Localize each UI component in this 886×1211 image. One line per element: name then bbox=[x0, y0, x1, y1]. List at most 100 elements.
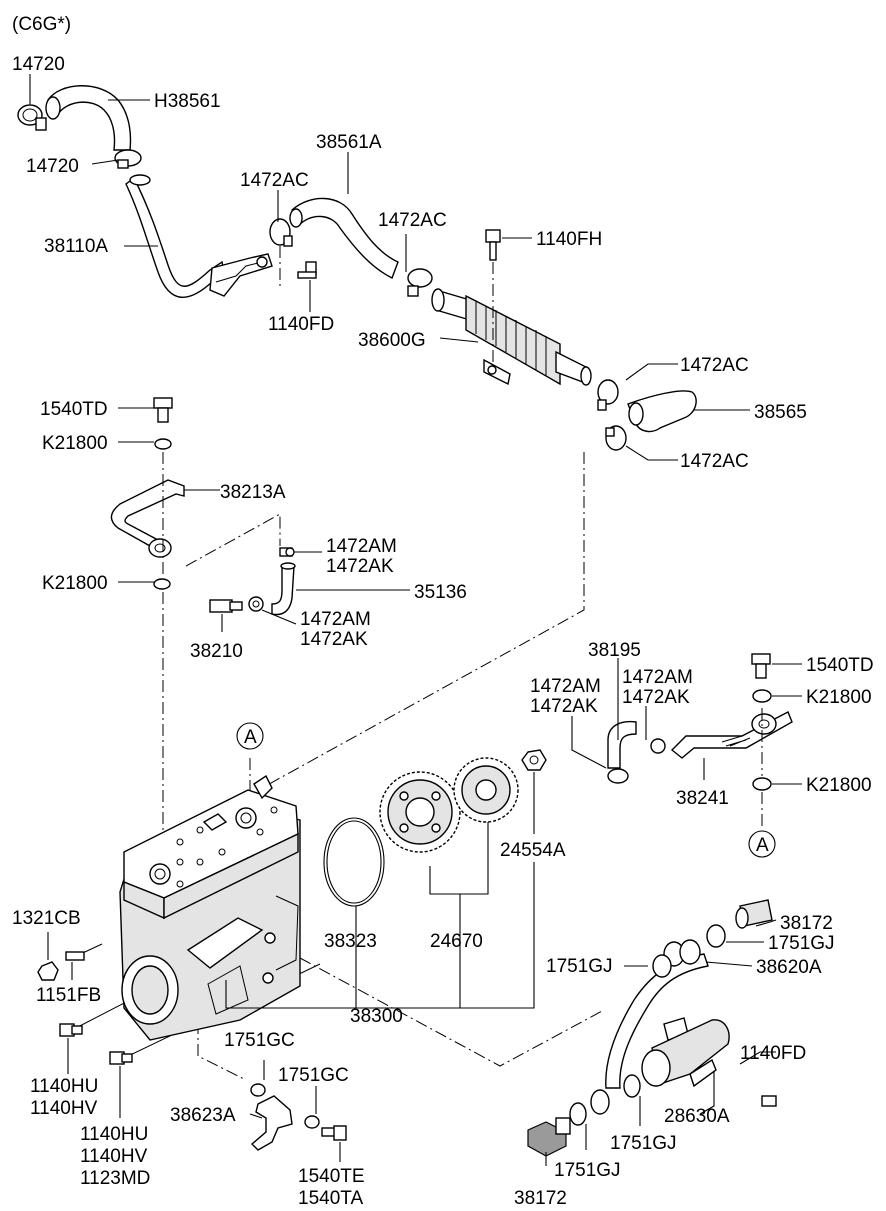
stud-1151fb bbox=[65, 951, 85, 961]
label-1472am-d: 1472AM bbox=[622, 667, 693, 688]
filter-housing-28630a bbox=[641, 1019, 730, 1088]
label-1751gc-b: 1751GC bbox=[278, 1065, 349, 1086]
label-k21800-d: K21800 bbox=[806, 775, 872, 796]
label-28630a: 28630A bbox=[664, 1106, 730, 1127]
pipe-bracket bbox=[209, 253, 273, 297]
label-1472ak-c: 1472AK bbox=[530, 696, 598, 717]
gear-24670-small bbox=[453, 757, 519, 823]
clamp-1472am-b bbox=[248, 596, 264, 612]
label-1472am-a: 1472AM bbox=[326, 536, 397, 557]
label-1472ac-c: 1472AC bbox=[680, 355, 749, 376]
washer-k21800-c bbox=[752, 689, 772, 703]
ref-a-top-label: A bbox=[244, 727, 257, 748]
label-1140hu-b: 1140HU bbox=[80, 1124, 148, 1145]
pipe-38213a bbox=[110, 479, 185, 547]
label-38213a: 38213A bbox=[220, 482, 286, 503]
label-1472ac-a: 1472AC bbox=[240, 170, 309, 191]
upper-hose-assembly bbox=[17, 85, 697, 451]
label-1472ac-d: 1472AC bbox=[680, 451, 749, 472]
label-1540te: 1540TE bbox=[298, 1166, 365, 1187]
bolt-1140hu-a bbox=[59, 1023, 83, 1037]
leader-lines bbox=[29, 74, 802, 1166]
ref-marker-a-top bbox=[236, 722, 264, 750]
label-1140hv-b: 1140HV bbox=[80, 1146, 148, 1167]
flex-hose-38600g bbox=[431, 288, 592, 386]
label-1540td-left: 1540TD bbox=[40, 399, 108, 420]
hose-35136 bbox=[271, 565, 295, 616]
label-1472am-b: 1472AM bbox=[300, 609, 371, 630]
label-1751gj-c: 1751GJ bbox=[610, 1133, 677, 1154]
label-35136: 35136 bbox=[414, 582, 467, 603]
washer-k21800-b bbox=[153, 578, 171, 590]
pipe-38241 bbox=[670, 711, 793, 759]
ref-a-right-label: A bbox=[756, 835, 769, 856]
label-1751gc-a: 1751GC bbox=[224, 1030, 295, 1051]
bolt-1140fd-bottom bbox=[761, 1095, 777, 1107]
plug-38172-bottom bbox=[527, 1117, 571, 1157]
label-24554a: 24554A bbox=[500, 840, 566, 861]
label-1472ak-d: 1472AK bbox=[622, 687, 690, 708]
elbow-hose-38565 bbox=[627, 390, 697, 433]
label-38600g: 38600G bbox=[358, 330, 426, 351]
washer-1751gj-a bbox=[706, 924, 726, 948]
bolt-1540td-left bbox=[153, 397, 173, 423]
label-1751gj-a: 1751GJ bbox=[768, 933, 835, 954]
variant-label: (C6G*) bbox=[12, 14, 71, 35]
label-38623a: 38623A bbox=[170, 1105, 236, 1126]
nut-1321cb bbox=[37, 961, 59, 981]
hose-clamp-1472ac-d bbox=[605, 425, 627, 451]
clamp-1472am-a bbox=[279, 547, 295, 557]
label-24670: 24670 bbox=[430, 931, 483, 952]
fitting-38210 bbox=[209, 599, 243, 613]
washer-k21800-a bbox=[154, 438, 172, 450]
label-1140fd-top: 1140FD bbox=[268, 314, 334, 335]
label-1123md: 1123MD bbox=[80, 1168, 150, 1189]
washer-k21800-d bbox=[752, 777, 772, 791]
oil-line-38213a-assembly bbox=[110, 397, 296, 616]
label-38110a: 38110A bbox=[44, 236, 108, 257]
label-1751gj-b: 1751GJ bbox=[546, 956, 613, 977]
washer-1751gj-b bbox=[652, 954, 672, 978]
callout-labels: (C6G*) 14720 H38561 14720 38561A 1472AC … bbox=[12, 14, 874, 1209]
label-38241: 38241 bbox=[676, 788, 729, 809]
label-14720-top: 14720 bbox=[12, 54, 65, 75]
label-1540ta: 1540TA bbox=[298, 1188, 363, 1209]
label-38565: 38565 bbox=[754, 402, 807, 423]
label-38620a: 38620A bbox=[756, 957, 822, 978]
pipe-38110a bbox=[125, 176, 225, 298]
label-1140hu-a: 1140HU bbox=[30, 1076, 98, 1097]
bolt-1140hu-b bbox=[109, 1051, 133, 1065]
label-1751gj-d: 1751GJ bbox=[554, 1160, 621, 1181]
label-k21800-c: K21800 bbox=[806, 687, 872, 708]
clamp-1472am-d bbox=[650, 738, 666, 754]
label-1472am-c: 1472AM bbox=[530, 676, 601, 697]
hose-clamp-14720-mid bbox=[114, 149, 142, 169]
washer-1751gc-b bbox=[304, 1115, 320, 1129]
hose-h38561 bbox=[47, 85, 132, 151]
label-14720-mid: 14720 bbox=[26, 156, 79, 177]
hose-38561a bbox=[291, 197, 399, 279]
washer-1751gc-a bbox=[250, 1083, 266, 1097]
oil-line-38241-assembly bbox=[607, 653, 793, 830]
label-38300: 38300 bbox=[350, 1006, 403, 1027]
gear-24670-large bbox=[379, 771, 461, 853]
bolt-1140fh bbox=[485, 229, 501, 261]
label-1140fh: 1140FH bbox=[536, 229, 602, 250]
washer-1751gj-d bbox=[569, 1102, 587, 1126]
hose-38195 bbox=[607, 720, 637, 769]
hose-clamp-1472ac-c bbox=[597, 379, 619, 411]
label-h38561: H38561 bbox=[154, 91, 221, 112]
washer-1751gj-c bbox=[623, 1074, 641, 1098]
label-1321cb: 1321CB bbox=[12, 908, 81, 929]
label-38323: 38323 bbox=[324, 931, 377, 952]
fitting-38623a bbox=[250, 1095, 293, 1151]
air-compressor-38300 bbox=[119, 774, 301, 1041]
hose-clamp-14720-top bbox=[17, 104, 47, 131]
label-38561a: 38561A bbox=[316, 132, 382, 153]
label-1140fd-bottom: 1140FD bbox=[740, 1043, 806, 1064]
gasket-38323 bbox=[323, 817, 385, 907]
bolt-1540te bbox=[321, 1125, 347, 1141]
label-1472ak-b: 1472AK bbox=[300, 629, 368, 650]
plug-38172-top bbox=[735, 899, 773, 929]
